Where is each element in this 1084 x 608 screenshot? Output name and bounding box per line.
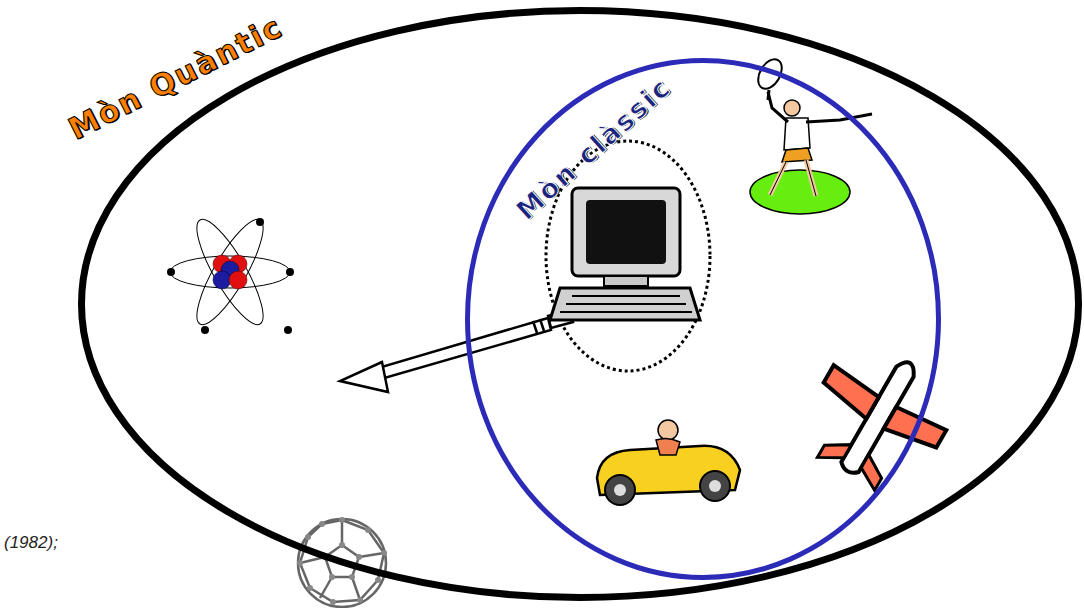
world-region: Mòn QuànticMòn clàssic — [78, 7, 1082, 601]
race-car-icon — [597, 420, 740, 505]
world-region: Mòn clàssic — [465, 58, 941, 580]
region-outline — [465, 58, 941, 580]
atom-icon — [167, 212, 294, 334]
region-title: Mòn Quàntic — [63, 8, 288, 146]
computer-icon — [550, 188, 700, 320]
airplane-icon — [790, 331, 967, 507]
citation-note: (1982); — [4, 533, 58, 553]
region-title: Mòn clàssic — [509, 71, 676, 226]
syringe-arrow — [340, 310, 573, 392]
